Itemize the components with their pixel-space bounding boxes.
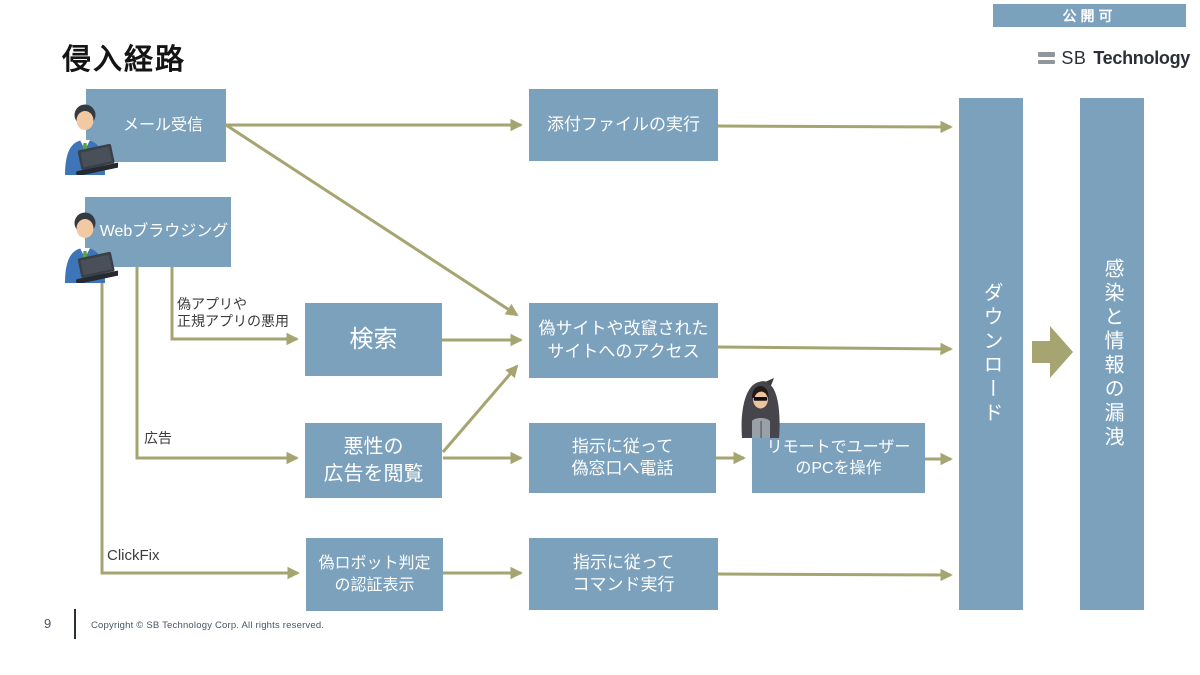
node-attachment-execution: 添付ファイルの実行 [529, 89, 718, 161]
node-label: メール受信 [122, 116, 203, 134]
edge-web-to-search [170, 267, 299, 346]
user-laptop-icon [65, 104, 118, 175]
node-label: 偽窓口へ電話 [571, 459, 674, 478]
node-label: 指示に従って [572, 552, 675, 572]
edge-label-line: 正規アプリの悪用 [177, 312, 289, 329]
logo-sb-text: SB [1061, 47, 1087, 68]
node-infection-leak: 感染と情報の漏洩 [1080, 98, 1144, 610]
node-label: の認証表示 [334, 576, 415, 594]
node-label: 指示に従って [571, 436, 674, 456]
node-fake-robot-check: 偽ロボット判定 の認証表示 [306, 538, 443, 611]
node-label: 偽サイトや改竄された [538, 319, 709, 339]
softbank-bars-icon [1038, 52, 1056, 64]
big-right-arrow-icon [1032, 326, 1073, 378]
edge-command-to-download [717, 568, 953, 582]
node-label: リモートでユーザー [766, 438, 911, 456]
node-command-execution: 指示に従って コマンド実行 [529, 538, 718, 610]
node-label: コマンド実行 [572, 575, 675, 594]
footer-divider [74, 609, 76, 639]
logo-technology-text: Technology [1093, 47, 1190, 68]
edge-web-to-fake-robot [100, 267, 300, 580]
node-fake-site-access: 偽サイトや改竄された サイトへのアクセス [529, 303, 718, 378]
sb-technology-logo: SB Technology [1018, 45, 1190, 71]
node-fake-support-call: 指示に従って 偽窓口へ電話 [529, 423, 716, 493]
node-label: 偽ロボット判定 [318, 555, 431, 573]
edge-fake-site-to-download [717, 342, 953, 356]
edge-mail-to-fake-site [225, 123, 519, 317]
node-label: 感染と情報の漏洩 [1101, 258, 1123, 450]
classification-badge: 公開可 [993, 4, 1186, 27]
page-number: 9 [44, 616, 52, 631]
page-title: 侵入経路 [62, 44, 187, 76]
node-label: 添付ファイルの実行 [547, 114, 700, 134]
node-search: 検索 [305, 303, 442, 376]
edge-label-ad: 広告 [144, 430, 172, 446]
edge-label-clickfix: ClickFix [107, 547, 160, 564]
attacker-hoodie-icon [741, 378, 780, 438]
edge-ad-to-fake-site [441, 364, 519, 453]
node-remote-pc-control: リモートでユーザー のPCを操作 [752, 423, 925, 493]
node-label: サイトへのアクセス [547, 341, 700, 361]
edge-label-fake-app: 偽アプリや 正規アプリの悪用 [177, 296, 289, 330]
edge-web-to-malicious-ad [135, 267, 299, 465]
node-label: 悪性の [343, 436, 404, 459]
copyright-text: Copyright © SB Technology Corp. All righ… [91, 620, 325, 631]
node-download: ダウンロード [959, 98, 1023, 610]
node-label: ダウンロード [980, 282, 1002, 426]
node-label: のPCを操作 [795, 460, 882, 477]
node-malicious-ad: 悪性の 広告を閲覧 [305, 423, 442, 498]
edge-label-line: 偽アプリや [177, 296, 247, 312]
node-label: Webブラウジング [99, 223, 229, 241]
edge-attachment-to-download [717, 120, 953, 134]
node-label: 検索 [349, 325, 398, 353]
user-laptop-icon [65, 212, 118, 283]
node-label: 広告を閲覧 [323, 462, 424, 485]
